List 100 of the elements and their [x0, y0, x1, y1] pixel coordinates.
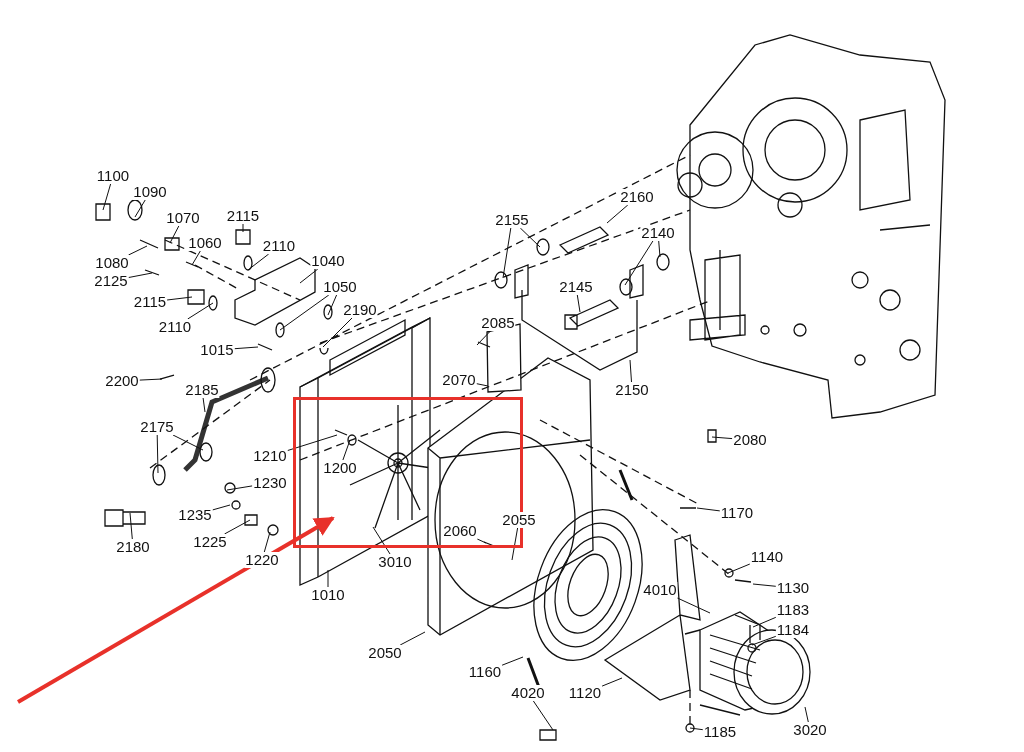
leader-line	[676, 597, 711, 614]
callout-number: 1080	[94, 255, 130, 271]
callout-number: 4020	[510, 685, 546, 701]
callout-number: 2175	[139, 419, 175, 435]
callout-number: 1185	[702, 724, 738, 740]
leader-line	[342, 439, 351, 461]
leader-line	[327, 294, 338, 316]
callout-number: 2115	[132, 294, 168, 310]
callout-number: 1090	[132, 184, 168, 200]
callout-number: 1160	[467, 664, 503, 680]
leader-line	[322, 317, 353, 348]
leader-line	[576, 294, 581, 313]
leader-line	[601, 677, 623, 687]
leader-line	[532, 700, 554, 731]
leader-line	[501, 656, 524, 666]
callout-number: 2200	[104, 373, 140, 389]
leader-line	[102, 183, 112, 211]
leader-line	[263, 531, 271, 553]
leader-line	[172, 434, 204, 451]
callout-number: 1120	[567, 685, 603, 701]
callout-number: 2050	[367, 645, 403, 661]
callout-number: 2085	[480, 315, 516, 331]
leader-line	[166, 296, 193, 301]
leader-line	[752, 616, 777, 628]
callout-number: 1225	[192, 534, 228, 550]
leader-line	[191, 250, 201, 266]
leader-line	[372, 526, 391, 555]
leader-line	[202, 397, 206, 413]
leader-line	[476, 538, 487, 544]
leader-line	[187, 302, 214, 320]
leader-line	[242, 223, 244, 233]
leader-line	[226, 485, 253, 491]
callout-number: 2140	[640, 225, 676, 241]
leader-line	[658, 240, 661, 258]
callout-number: 3020	[792, 722, 828, 738]
callout-number: 4010	[642, 582, 678, 598]
callout-number: 1015	[199, 342, 235, 358]
callout-number: 2115	[225, 208, 261, 224]
callout-number: 1235	[177, 507, 213, 523]
callout-number: 2070	[441, 372, 477, 388]
callout-number: 1210	[252, 448, 288, 464]
leader-line	[224, 519, 251, 535]
leader-line	[299, 268, 319, 284]
leader-line	[696, 507, 721, 512]
callout-number: 1130	[775, 580, 811, 596]
leader-line	[689, 727, 704, 731]
callout-number: 2055	[501, 512, 537, 528]
leader-line	[751, 635, 777, 646]
leader-line	[134, 199, 146, 218]
callout-number: 1200	[322, 460, 358, 476]
callout-number: 2155	[494, 212, 530, 228]
callout-number: 1060	[187, 235, 223, 251]
leader-line	[247, 253, 270, 271]
leader-line	[519, 227, 541, 248]
callout-number: 1070	[165, 210, 201, 226]
callout-number: 2185	[184, 382, 220, 398]
callout-number: 1230	[252, 475, 288, 491]
leader-line	[129, 512, 133, 540]
callout-number: 1010	[310, 587, 346, 603]
leader-line	[279, 294, 330, 331]
callout-number: 2080	[732, 432, 768, 448]
callout-number: 1100	[95, 168, 131, 184]
leader-line	[399, 631, 426, 646]
callout-number: 2125	[93, 273, 129, 289]
leader-line	[606, 204, 629, 224]
leader-line	[212, 504, 231, 511]
leader-line	[511, 527, 519, 561]
leader-line	[287, 434, 338, 451]
callout-number: 2150	[614, 382, 650, 398]
callout-number: 1220	[244, 552, 280, 568]
callout-number: 2180	[115, 539, 151, 555]
leader-line	[156, 434, 159, 474]
callout-number: 2145	[558, 279, 594, 295]
callout-number: 1050	[322, 279, 358, 295]
leader-line	[629, 359, 632, 383]
leader-line	[327, 569, 329, 588]
callout-number: 1040	[310, 253, 346, 269]
callout-number: 3010	[377, 554, 413, 570]
leader-line	[139, 378, 163, 381]
leader-line	[169, 225, 180, 244]
callout-number: 2060	[442, 523, 478, 539]
leader-line	[752, 583, 777, 587]
callout-number: 1184	[775, 622, 811, 638]
leader-line	[234, 346, 259, 350]
leader-line	[804, 706, 809, 723]
callout-number: 1183	[775, 602, 811, 618]
leader-line	[476, 330, 491, 346]
leader-line	[128, 245, 148, 256]
callout-number: 2110	[157, 319, 193, 335]
leader-line	[727, 563, 751, 574]
leader-line	[476, 383, 489, 387]
callout-number: 2190	[342, 302, 378, 318]
callout-number: 1170	[719, 505, 755, 521]
callout-number: 2110	[261, 238, 297, 254]
callout-number: 2160	[619, 189, 655, 205]
leader-line	[502, 227, 512, 279]
leader-line	[128, 272, 153, 278]
callout-number: 1140	[749, 549, 785, 565]
leader-line	[711, 436, 733, 440]
leader-line	[624, 240, 654, 286]
